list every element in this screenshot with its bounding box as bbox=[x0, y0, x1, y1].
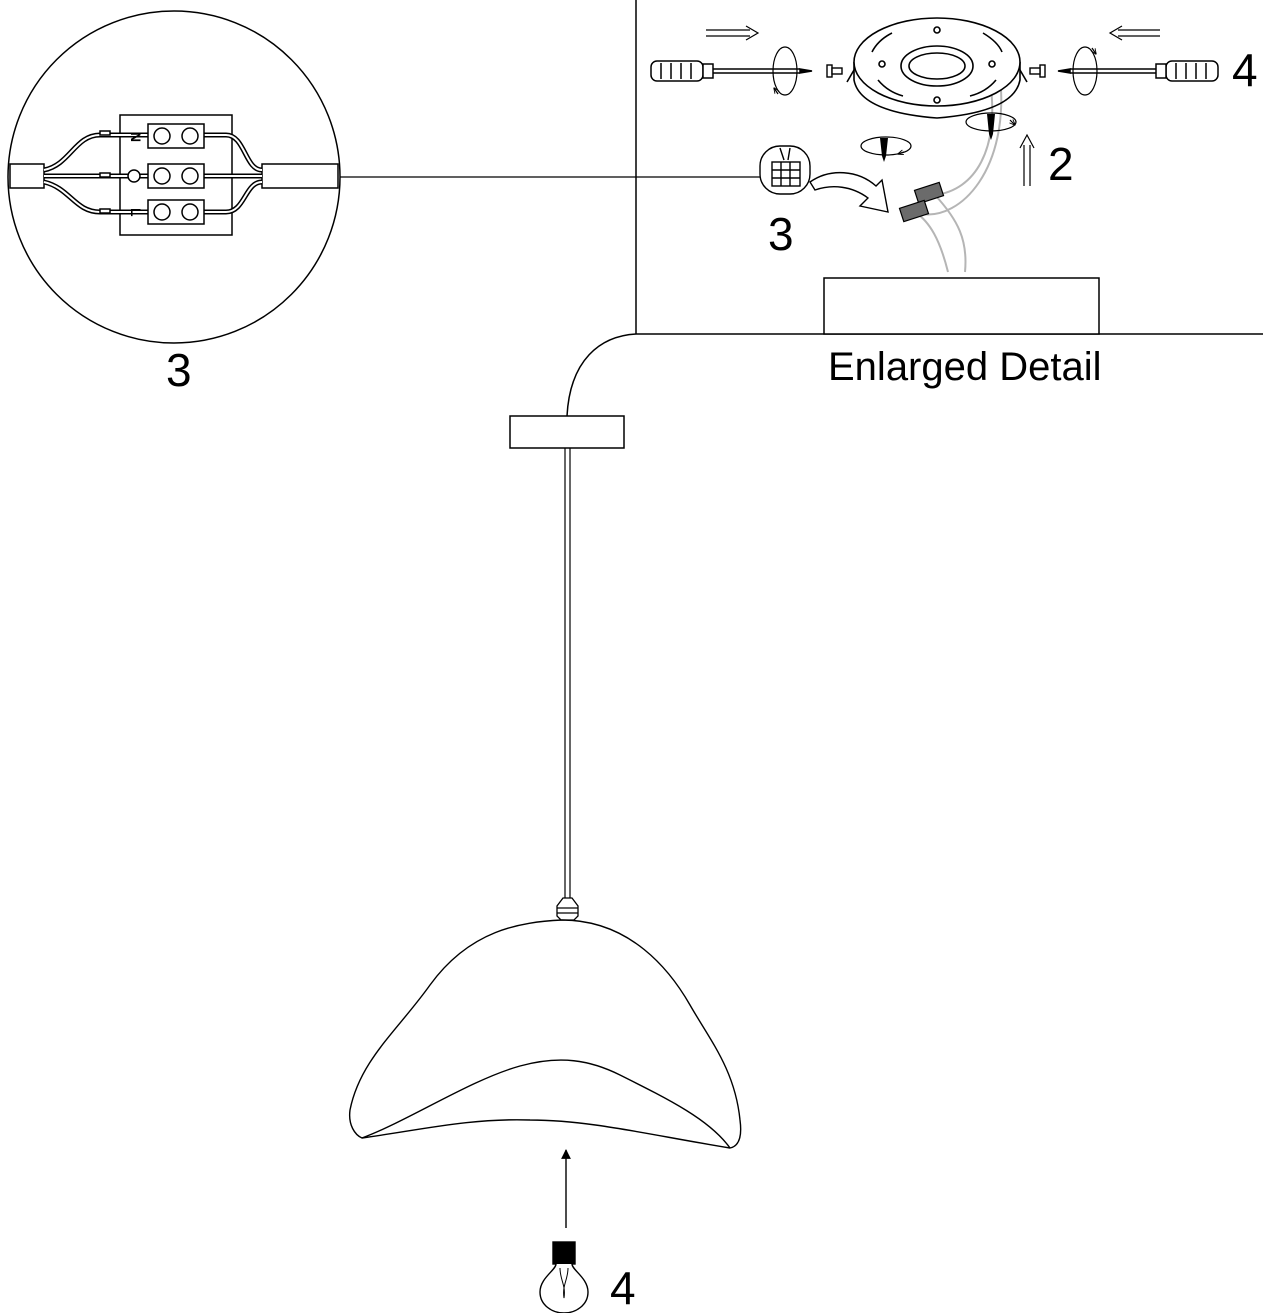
rotation-arrow-icon bbox=[1072, 46, 1098, 96]
mounting-bracket-icon bbox=[846, 17, 1028, 119]
connection-arrow bbox=[809, 171, 889, 213]
step-label-3-detail: 3 bbox=[768, 208, 794, 260]
ceiling-canopy bbox=[509, 415, 625, 449]
direction-arrow-icon bbox=[1019, 133, 1035, 186]
terminal-label-l: L bbox=[128, 208, 144, 217]
screwdriver-icon bbox=[1057, 60, 1219, 82]
terminal-block-icon bbox=[759, 145, 811, 195]
suspension-cable bbox=[564, 448, 571, 898]
step-label-4-top: 4 bbox=[1232, 44, 1258, 96]
detail-caption: Enlarged Detail bbox=[828, 345, 1102, 389]
canopy-detail bbox=[823, 277, 1100, 335]
step-label-4-bulb: 4 bbox=[610, 1262, 636, 1313]
screw-icon bbox=[860, 136, 912, 162]
terminal-label-n: N bbox=[128, 132, 144, 142]
screwdriver-icon bbox=[650, 60, 813, 82]
wire-connector-icon bbox=[898, 181, 945, 223]
screw-icon bbox=[826, 64, 843, 78]
lamp-shade bbox=[348, 919, 742, 1149]
cable-grip bbox=[556, 897, 579, 921]
screw-icon bbox=[965, 112, 1017, 140]
light-bulb-icon bbox=[539, 1241, 589, 1313]
supply-wires bbox=[914, 74, 1003, 273]
direction-arrow-icon bbox=[706, 25, 760, 41]
screw-icon bbox=[1029, 64, 1046, 78]
step-label-3-circle: 3 bbox=[166, 344, 192, 396]
step-label-2: 2 bbox=[1048, 138, 1074, 190]
terminal-block-icon bbox=[9, 114, 339, 236]
direction-arrow-icon bbox=[1108, 25, 1160, 41]
rotation-arrow-icon bbox=[772, 46, 798, 96]
cable-curve bbox=[566, 333, 637, 417]
